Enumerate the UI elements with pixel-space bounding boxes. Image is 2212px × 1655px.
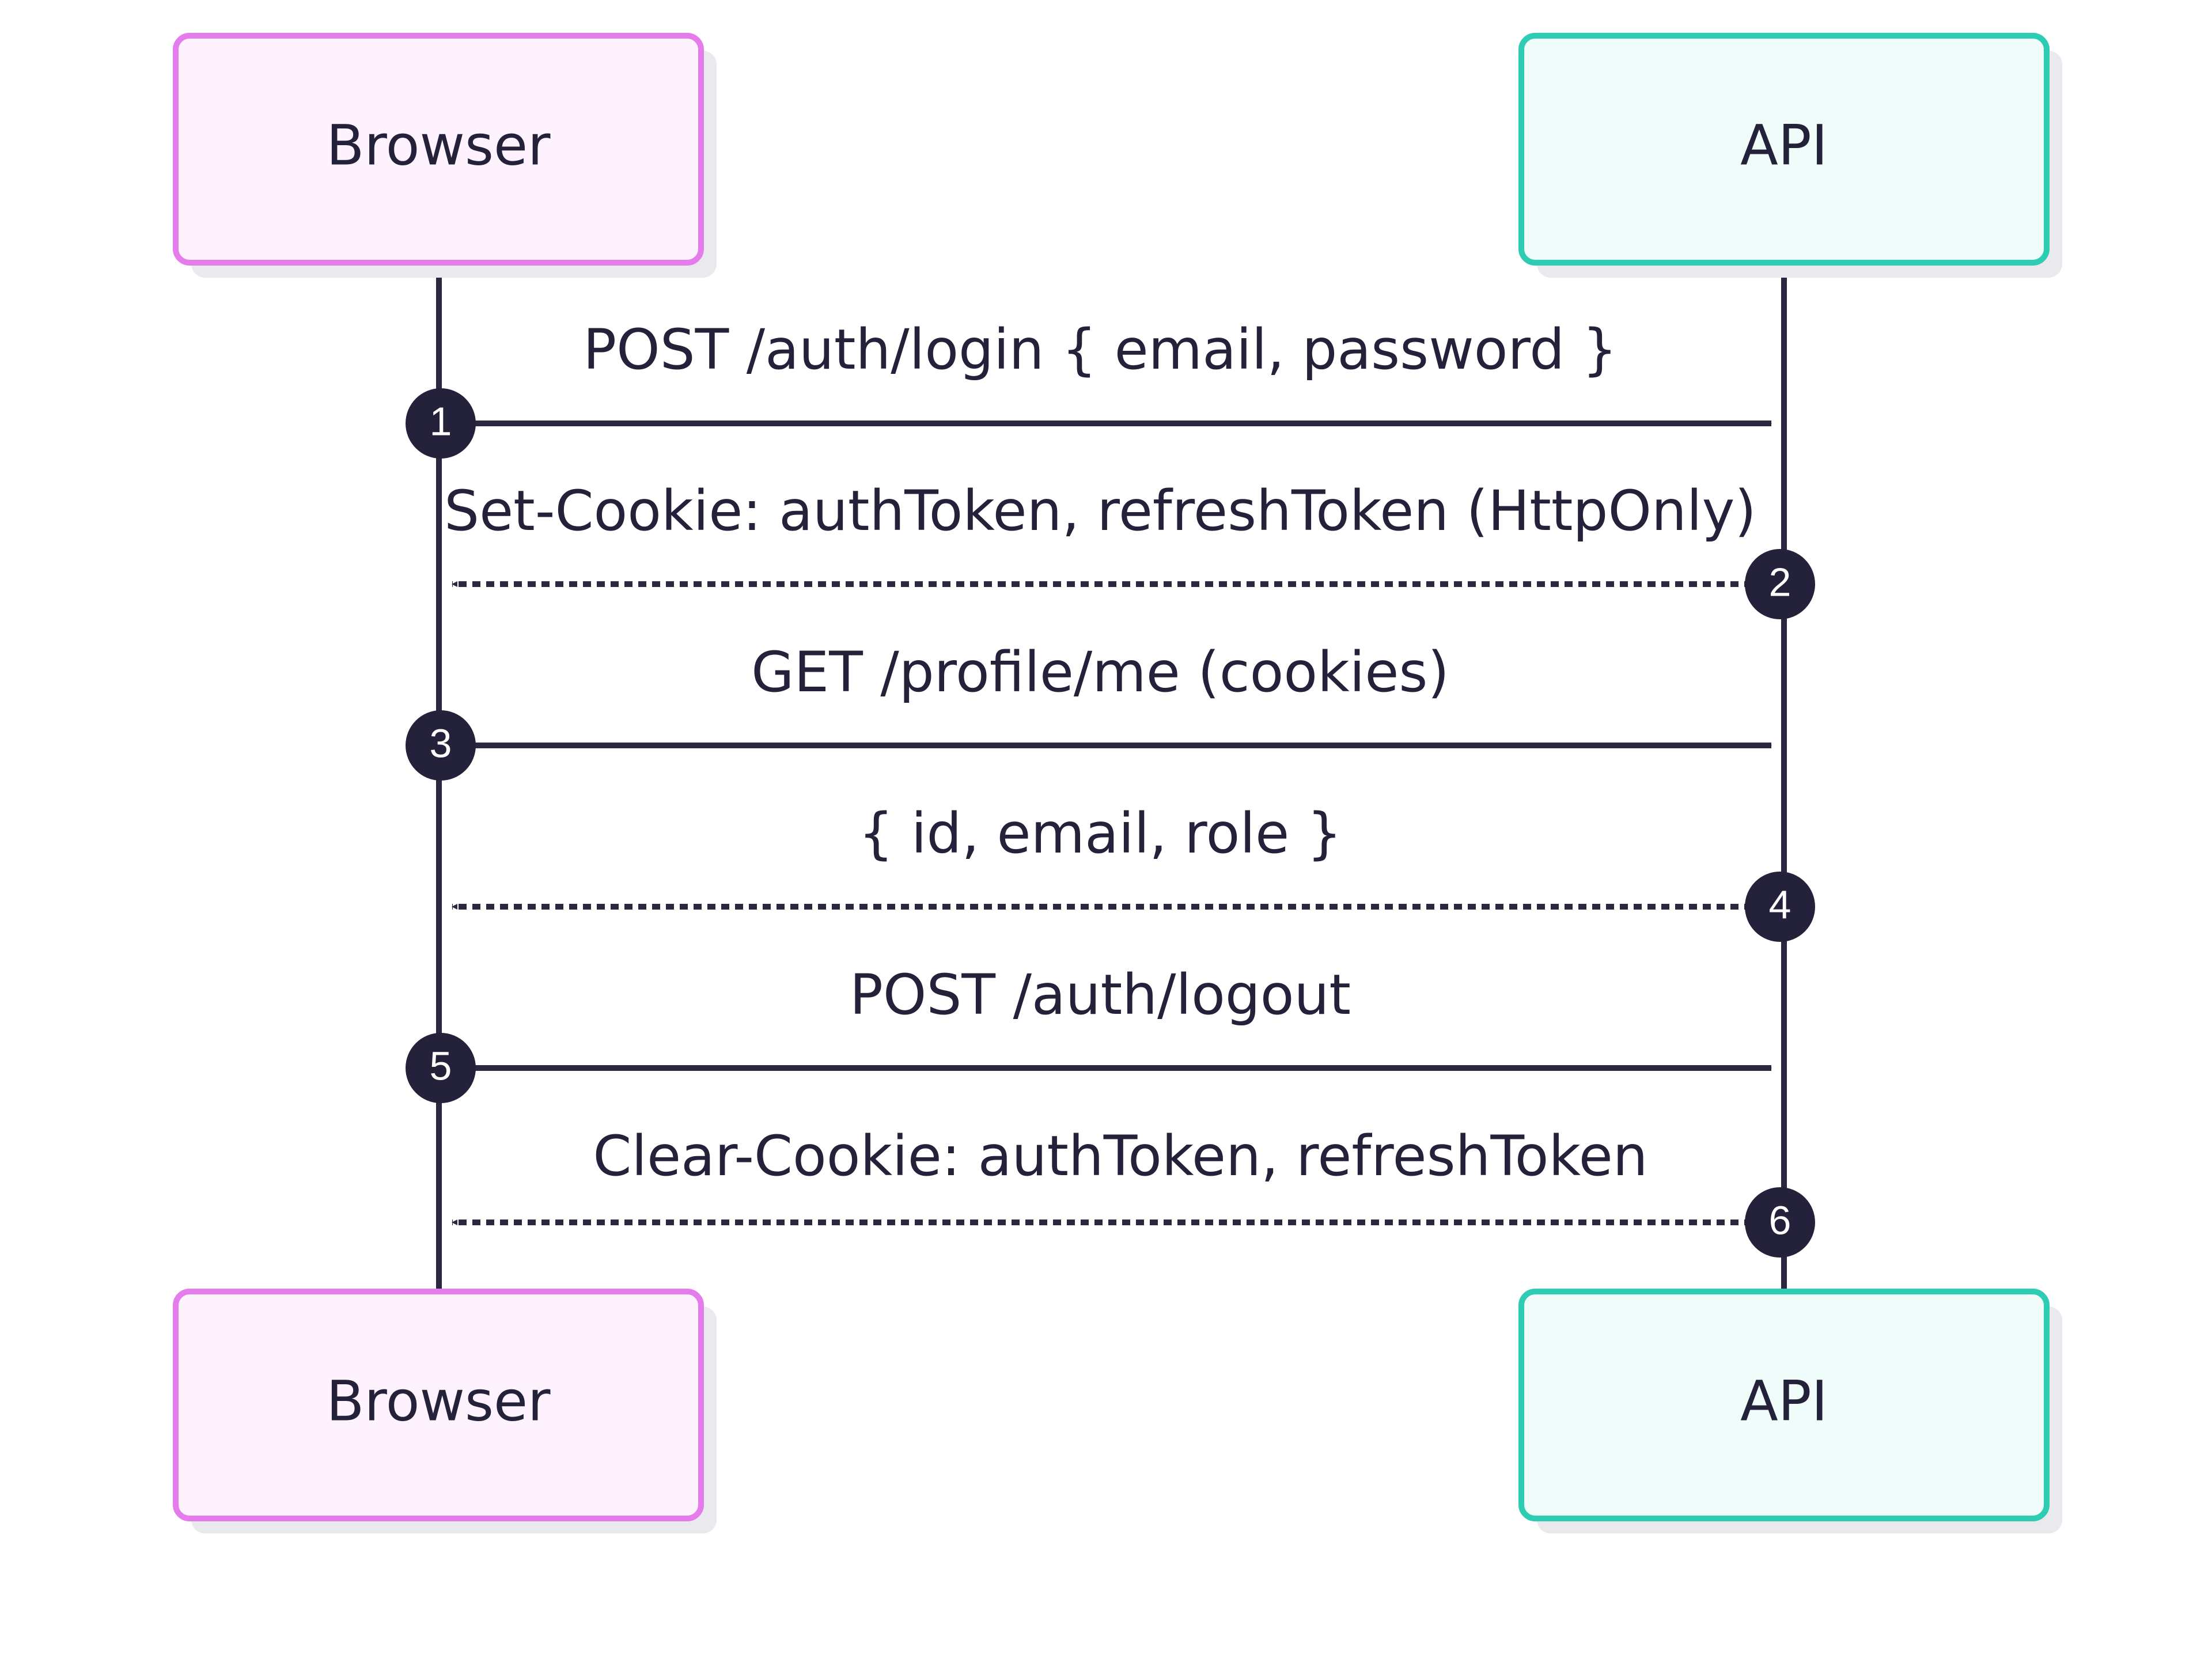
step-number-6: 6 [1769, 1198, 1791, 1243]
actor-browser-top: Browser [173, 33, 717, 278]
step-badge-3 [406, 710, 476, 781]
message-6: Clear-Cookie: authToken, refreshToken 6 [452, 1124, 1815, 1258]
message-1: POST /auth/login { email, password } 1 [406, 317, 1772, 459]
step-number-4: 4 [1769, 882, 1791, 927]
actor-api-bottom: API [1518, 1289, 2062, 1533]
message-label-3: GET /profile/me (cookies) [751, 640, 1449, 705]
step-number-5: 5 [430, 1043, 452, 1088]
actor-label-browser-bottom: Browser [326, 1369, 551, 1433]
message-3: GET /profile/me (cookies) 3 [406, 640, 1772, 781]
message-label-2: Set-Cookie: authToken, refreshToken (Htt… [444, 479, 1756, 543]
message-label-1: POST /auth/login { email, password } [583, 317, 1618, 382]
step-badge-1 [406, 388, 476, 459]
actor-label-api-top: API [1740, 113, 1828, 177]
message-label-4: { id, email, role } [858, 801, 1342, 866]
actor-api-top: API [1518, 33, 2062, 278]
step-number-2: 2 [1769, 559, 1791, 604]
step-badge-2 [1745, 549, 1815, 619]
actor-browser-bottom: Browser [173, 1289, 717, 1533]
message-4: { id, email, role } 4 [452, 801, 1815, 942]
actor-label-browser-top: Browser [326, 113, 551, 177]
message-5: POST /auth/logout 5 [406, 963, 1772, 1103]
actor-label-api-bottom: API [1740, 1369, 1828, 1433]
message-2: Set-Cookie: authToken, refreshToken (Htt… [444, 479, 1815, 619]
message-label-5: POST /auth/logout [850, 963, 1351, 1027]
message-label-6: Clear-Cookie: authToken, refreshToken [593, 1124, 1647, 1188]
step-badge-5 [406, 1033, 476, 1103]
step-number-3: 3 [430, 721, 452, 766]
step-badge-6 [1745, 1187, 1815, 1258]
step-number-1: 1 [430, 399, 452, 444]
step-badge-4 [1745, 872, 1815, 942]
